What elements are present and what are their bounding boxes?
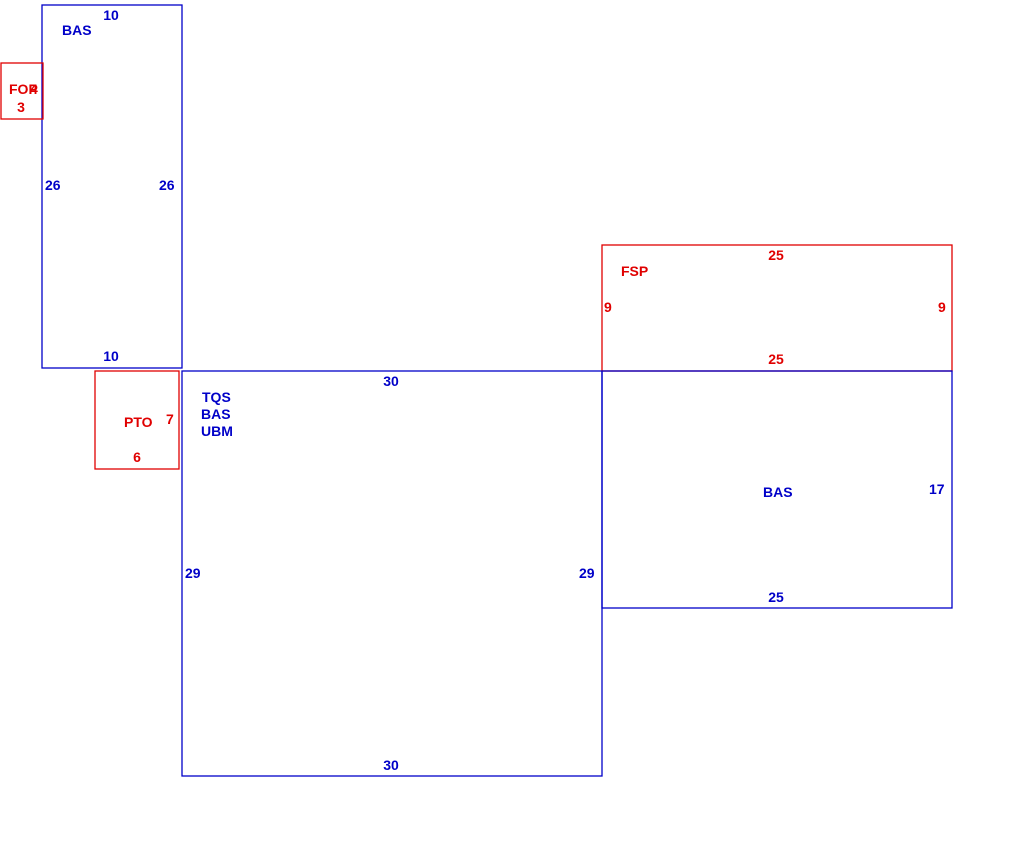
pto-outline — [94, 370, 180, 470]
fop-outline — [0, 62, 44, 120]
fsp-bottom-dim: 25 — [768, 351, 784, 367]
fop-side-dim: 4 — [30, 81, 38, 97]
fop-label: FOP — [9, 81, 38, 97]
right-bas-bottom-dim: 25 — [768, 589, 784, 605]
right-bas-label: BAS — [763, 484, 793, 500]
main-label-ubm: UBM — [201, 423, 233, 439]
fsp-left-dim: 9 — [604, 299, 612, 315]
pto-section: PTO 7 6 — [94, 370, 180, 470]
upper-bas-section: BAS 10 26 26 10 — [41, 4, 183, 369]
fsp-label: FSP — [621, 263, 648, 279]
main-outline — [181, 370, 603, 777]
fsp-right-dim: 9 — [938, 299, 946, 315]
pto-label: PTO — [124, 414, 153, 430]
upper-bas-outline — [41, 4, 183, 369]
upper-bas-left-dim: 26 — [45, 177, 61, 193]
upper-bas-right-dim: 26 — [159, 177, 175, 193]
upper-bas-label: BAS — [62, 22, 92, 38]
main-section: TQS BAS UBM 30 29 29 30 — [181, 370, 603, 777]
fsp-top-dim: 25 — [768, 247, 784, 263]
pto-side-dim: 7 — [166, 411, 174, 427]
right-bas-section: BAS 17 25 — [601, 370, 953, 609]
right-bas-right-dim: 17 — [929, 481, 945, 497]
right-bas-outline — [601, 370, 953, 609]
main-bottom-dim: 30 — [383, 757, 399, 773]
main-label-tqs: TQS — [202, 389, 231, 405]
main-right-dim: 29 — [579, 565, 595, 581]
main-left-dim: 29 — [185, 565, 201, 581]
main-top-dim: 30 — [383, 373, 399, 389]
upper-bas-bottom-dim: 10 — [103, 348, 119, 364]
pto-bottom-dim: 6 — [133, 449, 141, 465]
fsp-section: FSP 25 9 9 25 — [601, 244, 953, 372]
fop-bottom-dim: 3 — [17, 99, 25, 115]
upper-bas-top-dim: 10 — [103, 7, 119, 23]
main-label-bas: BAS — [201, 406, 231, 422]
fop-section: FOP 4 3 — [0, 62, 44, 120]
